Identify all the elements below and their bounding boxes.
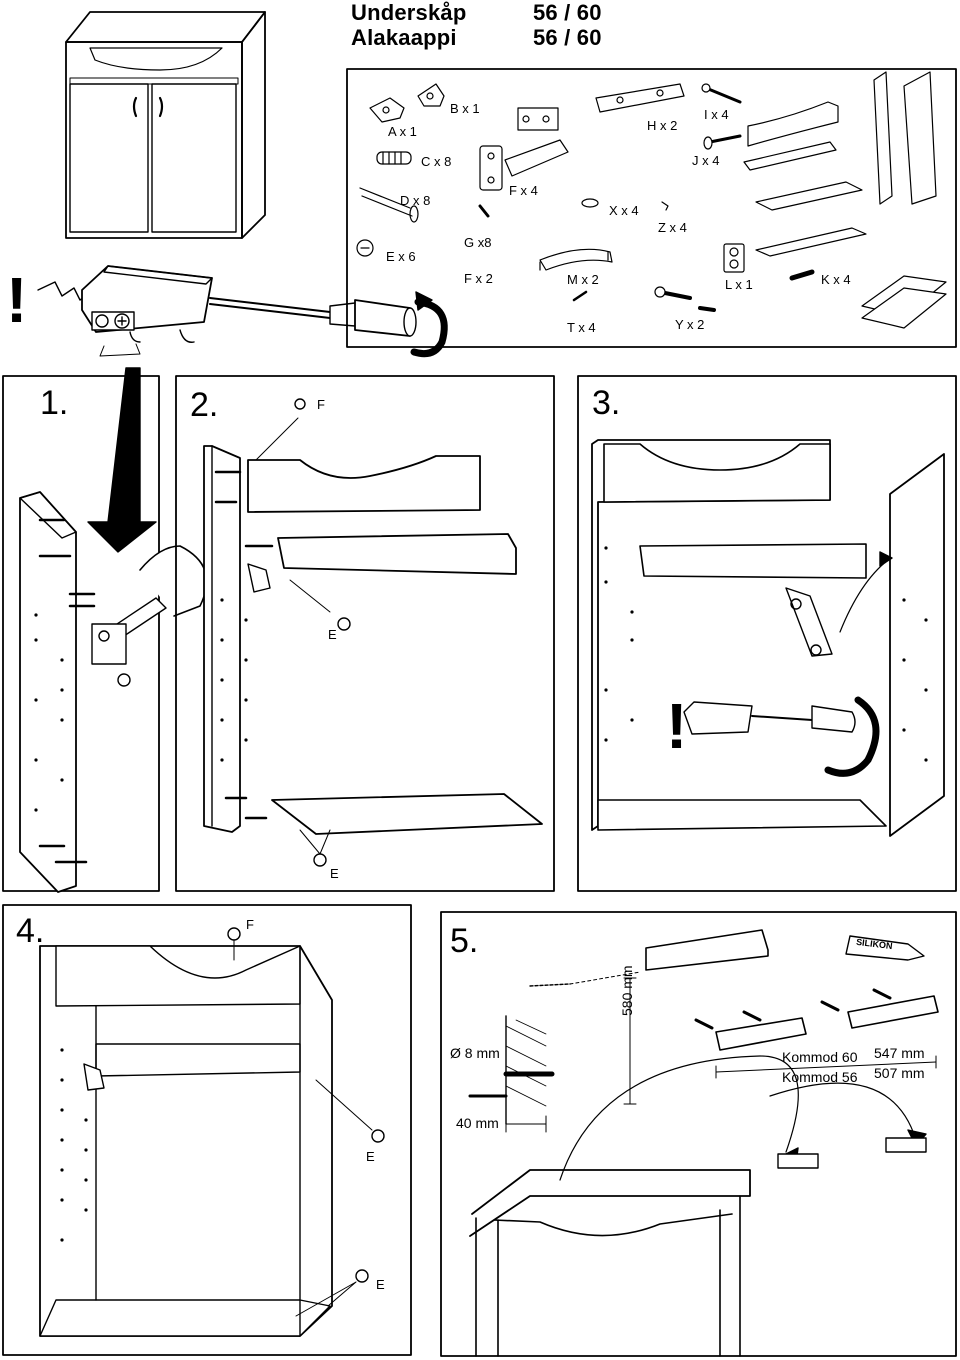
title-swedish: Underskåp (351, 0, 467, 25)
step3-box (577, 375, 957, 892)
step1-drawing (19, 367, 208, 893)
step2-drawing (203, 398, 543, 867)
step4-drawing (39, 927, 385, 1337)
step2-box (175, 375, 555, 892)
warning-icon: ! (6, 264, 28, 336)
step1-box (2, 375, 160, 892)
drill-depth-label: 40 mm (456, 1115, 499, 1131)
part-e-label: E x 6 (386, 249, 416, 264)
step-3-number: 3. (592, 384, 621, 422)
step4-box (2, 904, 412, 1356)
dim-60-label: 547 mm (874, 1045, 925, 1061)
step-1-number: 1. (40, 384, 69, 422)
step-4-number: 4. (16, 912, 45, 950)
size-line2: 56 / 60 (533, 25, 602, 50)
cabinet-overview-drawing (65, 11, 266, 239)
part-b-label: B x 1 (450, 101, 480, 116)
part-k-label: K x 4 (821, 272, 851, 287)
parts-box (346, 68, 957, 348)
kommod-60-label: Kommod 60 (782, 1049, 858, 1065)
part-t-label: T x 4 (567, 320, 596, 335)
parts-drawings (356, 71, 947, 329)
label-e-step4-bottom: E (376, 1277, 385, 1292)
label-e-step2-bottom: E (330, 866, 339, 881)
part-j-label: J x 4 (692, 153, 720, 168)
step5-box (440, 911, 957, 1357)
part-f4-label: F x 4 (509, 183, 538, 198)
label-f-step4: F (246, 917, 254, 932)
height-label: 580 mm (619, 965, 635, 1016)
label-e-step4-mid: E (366, 1149, 375, 1164)
part-d-label: D x 8 (400, 193, 431, 208)
part-z-label: Z x 4 (658, 220, 687, 235)
step3-drawing (591, 439, 945, 837)
screwdriver-warning-drawing (37, 265, 448, 358)
step5-drawing (468, 929, 939, 1357)
part-f2-label: F x 2 (464, 271, 493, 286)
part-m-label: M x 2 (567, 272, 599, 287)
label-e-step2-mid: E (328, 627, 337, 642)
step-5-number: 5. (450, 922, 479, 960)
warning-icon-step3: ! (666, 690, 688, 762)
part-x-label: X x 4 (609, 203, 639, 218)
part-l-label: L x 1 (725, 277, 753, 292)
title-finnish: Alakaappi (351, 25, 457, 50)
step-2-number: 2. (190, 386, 219, 424)
part-a-label: A x 1 (388, 124, 417, 139)
size-line1: 56 / 60 (533, 0, 602, 25)
part-c-label: C x 8 (421, 154, 452, 169)
part-i-label: I x 4 (704, 107, 729, 122)
drill-diameter-label: Ø 8 mm (450, 1045, 500, 1061)
part-g-label: G x8 (464, 235, 492, 250)
dim-56-label: 507 mm (874, 1065, 925, 1081)
part-y-label: Y x 2 (675, 317, 705, 332)
label-f-step2: F (317, 397, 325, 412)
part-h-label: H x 2 (647, 118, 678, 133)
kommod-56-label: Kommod 56 (782, 1069, 858, 1085)
